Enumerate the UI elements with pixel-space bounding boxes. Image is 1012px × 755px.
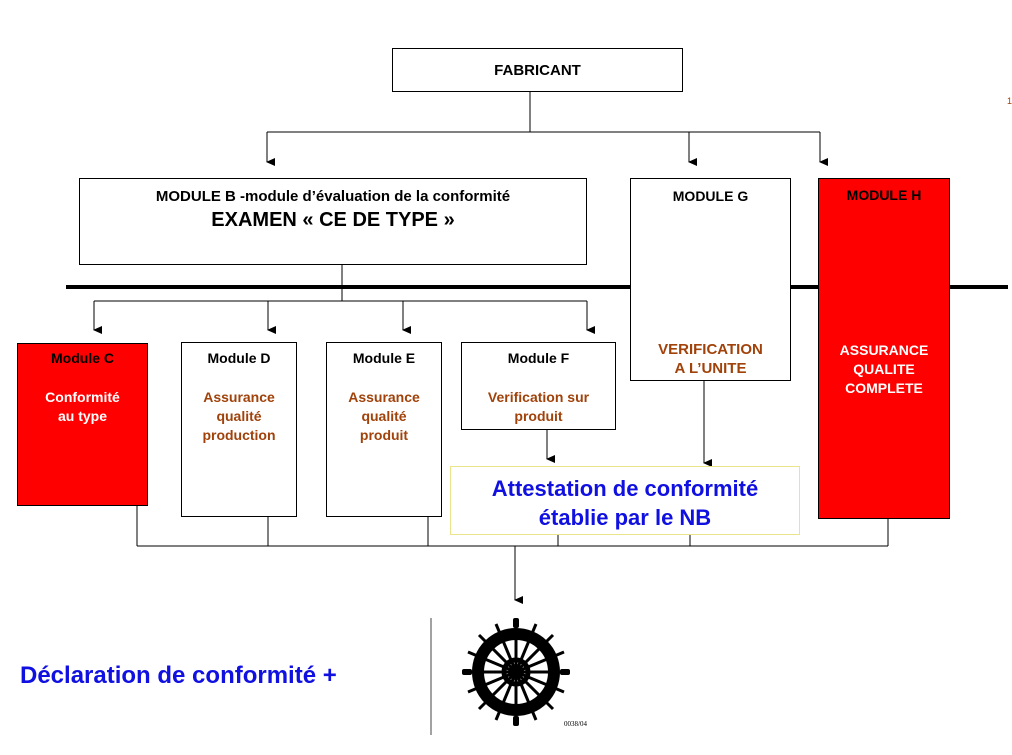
module-f-desc-line1: Verification sur [487, 389, 590, 405]
module-b-box: MODULE B -module d’évaluation de la conf… [79, 178, 587, 265]
module-h-box: MODULE H ASSURANCE QUALITE COMPLETE [818, 178, 950, 519]
module-f-title: Module F [507, 350, 570, 366]
module-d-title: Module D [207, 350, 271, 366]
module-g-desc-line2: A L’UNITE [674, 360, 747, 377]
module-h-desc-line1: ASSURANCE [839, 342, 929, 358]
attestation-line1: Attestation de conformité [491, 476, 759, 501]
module-b-line2: EXAMEN « CE DE TYPE » [211, 209, 455, 231]
module-e-box: Module E Assurance qualité produit [326, 342, 442, 517]
module-c-desc-line2: au type [57, 408, 107, 424]
module-c-title: Module C [51, 350, 114, 366]
module-d-desc-line3: production [202, 427, 276, 443]
module-d-desc-line1: Assurance [203, 389, 275, 405]
ce-mark-code: 0038/04 [564, 720, 587, 728]
module-g-desc-line1: VERIFICATION [658, 341, 763, 358]
svg-text:1: 1 [1007, 96, 1012, 106]
module-h-title: MODULE H [846, 187, 922, 203]
module-g-box: MODULE G VERIFICATION A L’UNITE [630, 178, 791, 381]
module-h-desc-line3: COMPLETE [845, 380, 923, 396]
attestation-box: Attestation de conformité établie par le… [450, 466, 800, 535]
module-f-desc-line2: produit [514, 408, 563, 424]
module-e-desc-line1: Assurance [348, 389, 420, 405]
module-f-box: Module F Verification sur produit [461, 342, 616, 430]
fabricant-label: FABRICANT [494, 62, 581, 79]
module-c-box: Module C Conformité au type [17, 343, 148, 506]
module-d-desc-line2: qualité [216, 408, 262, 424]
ship-wheel-icon [462, 618, 570, 726]
module-b-line1: MODULE B -module d’évaluation de la conf… [155, 188, 511, 205]
module-e-desc-line3: produit [359, 427, 409, 443]
module-g-title: MODULE G [672, 188, 749, 204]
module-h-desc-line2: QUALITE [853, 361, 915, 377]
attestation-line2: établie par le NB [538, 505, 712, 530]
module-c-desc-line1: Conformité [45, 389, 120, 405]
module-e-desc-line2: qualité [361, 408, 407, 424]
declaration-label: Déclaration de conformité + [20, 662, 337, 689]
module-d-box: Module D Assurance qualité production [181, 342, 297, 517]
fabricant-box: FABRICANT [392, 48, 683, 92]
module-e-title: Module E [352, 350, 416, 366]
